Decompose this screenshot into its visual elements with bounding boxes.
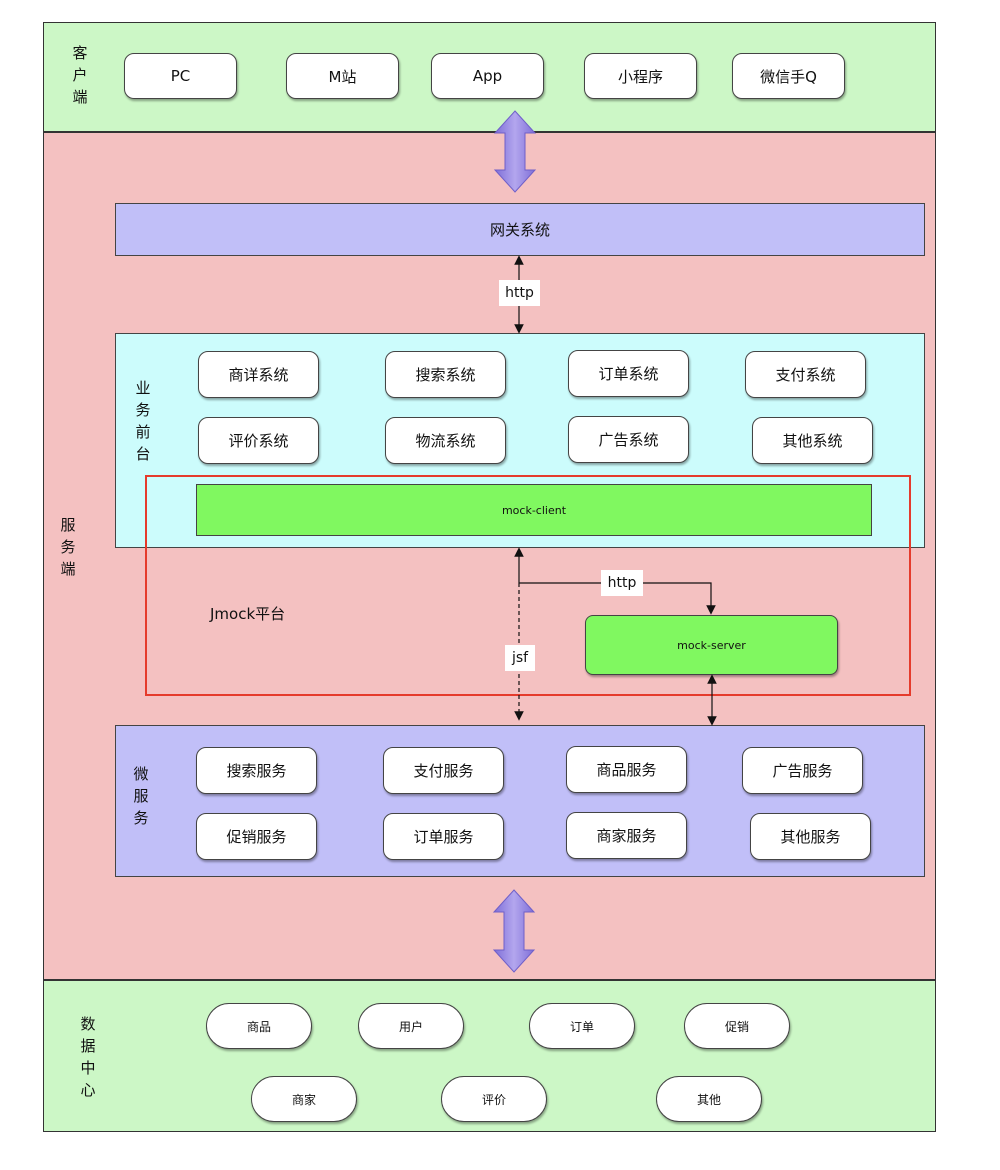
frontend-system: 订单系统 (568, 350, 689, 397)
client-app: App (431, 53, 544, 99)
jsf-link-label: jsf (505, 645, 535, 671)
microservice: 促销服务 (196, 813, 317, 860)
data-store: 商家 (251, 1076, 357, 1122)
gateway-http-label: http (499, 280, 540, 306)
microservice: 其他服务 (750, 813, 871, 860)
data-store: 其他 (656, 1076, 762, 1122)
client-m-site: M站 (286, 53, 399, 99)
client-label: 客 户 端 (72, 44, 88, 106)
server-label: 服 务 端 (60, 516, 76, 578)
data-store: 商品 (206, 1003, 312, 1049)
microservice: 商品服务 (566, 746, 687, 793)
client-wechat-q: 微信手Q (732, 53, 845, 99)
microservice: 商家服务 (566, 812, 687, 859)
microservice: 广告服务 (742, 747, 863, 794)
jmock-platform-frame (145, 475, 911, 696)
client-mini-program: 小程序 (584, 53, 697, 99)
microservice: 支付服务 (383, 747, 504, 794)
frontend-system: 商详系统 (198, 351, 319, 398)
data-center-label: 数 据 中 心 (80, 1015, 96, 1099)
data-center-band (43, 980, 936, 1132)
mock-server-box: mock-server (585, 615, 838, 675)
data-store: 促销 (684, 1003, 790, 1049)
frontend-system: 支付系统 (745, 351, 866, 398)
double-arrow-icon (492, 889, 536, 973)
data-store: 订单 (529, 1003, 635, 1049)
http-to-mock-server-connector (519, 582, 716, 615)
client-pc: PC (124, 53, 237, 99)
frontend-system: 物流系统 (385, 417, 506, 464)
frontend-label: 业 务 前 台 (135, 379, 151, 463)
double-arrow-icon (493, 110, 537, 193)
frontend-system: 搜索系统 (385, 351, 506, 398)
jmock-platform-label: Jmock平台 (210, 605, 286, 623)
microservice-label: 微 服 务 (133, 765, 149, 827)
frontend-system: 其他系统 (752, 417, 873, 464)
frontend-system: 评价系统 (198, 417, 319, 464)
microservice: 搜索服务 (196, 747, 317, 794)
http-link-label: http (601, 570, 643, 596)
data-store: 用户 (358, 1003, 464, 1049)
gateway-system: 网关系统 (115, 203, 925, 256)
microservice: 订单服务 (383, 813, 504, 860)
mock-client-bar: mock-client (196, 484, 872, 536)
data-store: 评价 (441, 1076, 547, 1122)
frontend-system: 广告系统 (568, 416, 689, 463)
